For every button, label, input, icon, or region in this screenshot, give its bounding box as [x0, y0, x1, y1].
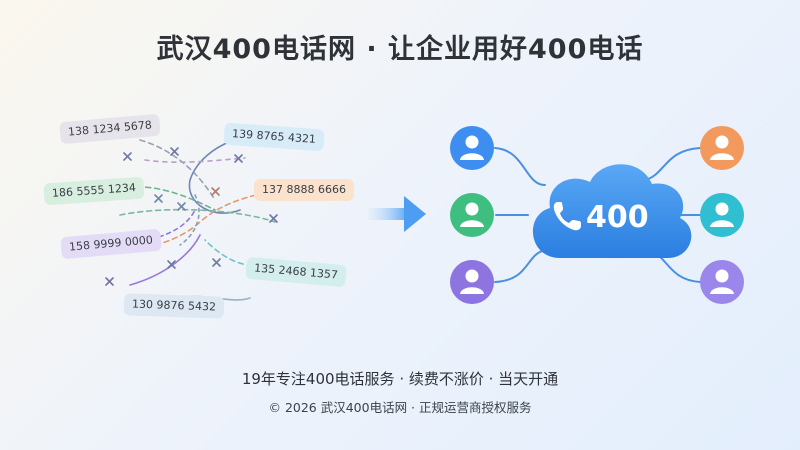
phone-number-tag: 137 8888 6666	[254, 179, 354, 201]
cloud-label: 400	[586, 200, 649, 235]
cloud	[532, 164, 692, 258]
footer-copyright: © 2026 武汉400电话网 · 正规运营商授权服务	[268, 400, 532, 415]
cross-mark-icon	[105, 147, 278, 286]
avatar-left-middle	[450, 193, 494, 237]
avatar-left-bottom	[450, 260, 494, 304]
right-arrow-icon	[368, 196, 426, 232]
avatar-right-bottom	[700, 260, 744, 304]
phone-icon	[553, 202, 581, 231]
tagline: 19年专注400电话服务 · 续费不涨价 · 当天开通	[241, 370, 559, 388]
avatar-left-top	[450, 126, 494, 170]
avatar-right-top	[700, 126, 744, 170]
avatar-right-middle	[700, 193, 744, 237]
phone-number-tag: 130 9876 5432	[123, 293, 225, 319]
page-title: 武汉400电话网 · 让企业用好400电话	[156, 34, 644, 65]
